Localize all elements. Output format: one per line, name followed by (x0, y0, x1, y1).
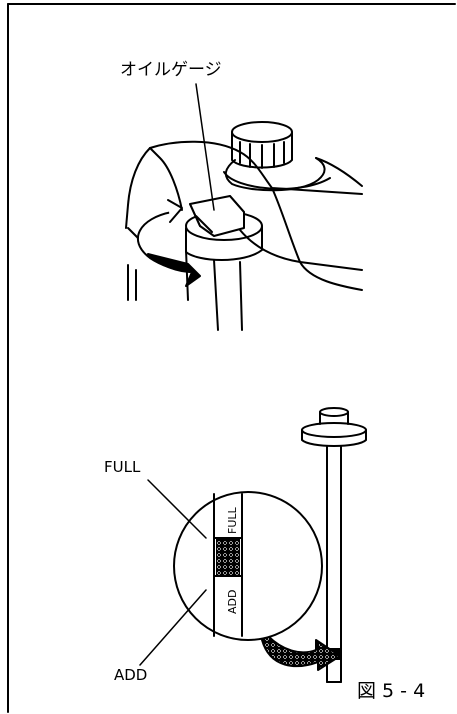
full-label: FULL (104, 458, 141, 476)
magnified-gauge (139, 479, 323, 666)
oil-gauge-label: オイルゲージ (120, 60, 222, 80)
dipstick-add-mark: ADD (226, 590, 239, 614)
page-border (7, 3, 456, 713)
figure-number: 図 5 - 4 (357, 680, 426, 702)
dipstick-illustration (261, 407, 367, 683)
dipstick-full-mark: FULL (226, 506, 239, 534)
engine-illustration (125, 83, 363, 331)
add-label: ADD (114, 666, 148, 684)
